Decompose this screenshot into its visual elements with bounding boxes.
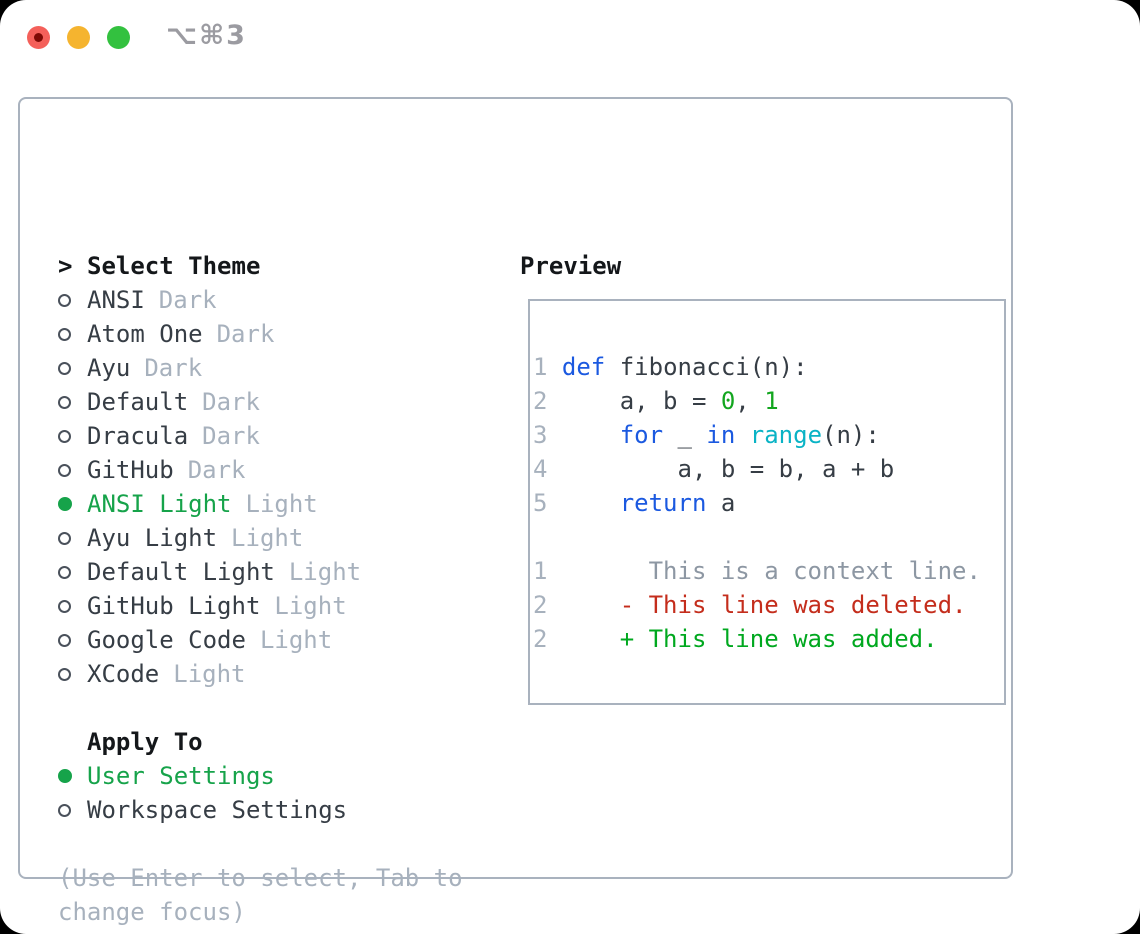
option-label: GitHub Light	[87, 592, 261, 620]
radio-icon	[58, 361, 87, 375]
hint-text: (Use Enter to select, Tab to change focu…	[58, 864, 463, 926]
theme-option-github[interactable]: GitHub Dark	[58, 453, 498, 487]
option-label: ANSI Light	[87, 490, 232, 518]
radio-icon	[58, 293, 87, 307]
option-label: Atom One	[87, 320, 203, 348]
radio-icon	[58, 463, 87, 477]
window-title: ⌥⌘3	[166, 20, 247, 51]
code-line: 2 a, b = 0, 1	[533, 387, 779, 415]
radio-icon	[58, 395, 87, 409]
option-label: User Settings	[87, 762, 275, 790]
code-line: 4 a, b = b, a + b	[533, 455, 895, 483]
apply-to-header: Apply To	[58, 725, 498, 759]
theme-variant: Light	[231, 524, 304, 552]
option-label: Workspace Settings	[87, 796, 348, 824]
close-button[interactable]	[27, 26, 50, 49]
option-label: ANSI	[87, 286, 145, 314]
preview-title: Preview	[520, 252, 622, 280]
theme-option-dracula[interactable]: Dracula Dark	[58, 419, 498, 453]
option-label: Default	[87, 388, 189, 416]
code-line: 2 + This line was added.	[533, 625, 938, 653]
code-line: 2 - This line was deleted.	[533, 591, 967, 619]
option-label: Google Code	[87, 626, 246, 654]
option-label: Ayu Light	[87, 524, 218, 552]
theme-option-github-light[interactable]: GitHub Light Light	[58, 589, 498, 623]
apply-option-workspace-settings[interactable]: Workspace Settings	[58, 793, 498, 827]
radio-icon	[58, 667, 87, 681]
theme-variant: Light	[288, 558, 362, 586]
focus-arrow-icon: >	[58, 252, 73, 280]
preview-pane: 1 def fibonacci(n): 2 a, b = 0, 1 3 for _ …	[528, 299, 1006, 705]
code-blank-line	[533, 520, 1004, 554]
theme-variant: Dark	[202, 422, 260, 450]
radio-icon	[58, 803, 87, 817]
option-label: Dracula	[87, 422, 189, 450]
theme-option-atom-one[interactable]: Atom One Dark	[58, 317, 498, 351]
apply-option-user-settings[interactable]: User Settings	[58, 759, 498, 793]
radio-icon	[58, 429, 87, 443]
radio-icon	[58, 565, 87, 579]
theme-option-google-code[interactable]: Google Code Light	[58, 623, 498, 657]
theme-variant: Dark	[202, 388, 260, 416]
theme-option-ansi-light[interactable]: ANSI Light Light	[58, 487, 498, 521]
theme-variant: Light	[274, 592, 347, 620]
option-label: Default Light	[87, 558, 275, 586]
theme-variant: Dark	[144, 354, 203, 382]
theme-variant: Dark	[216, 320, 275, 348]
theme-option-default[interactable]: Default Dark	[58, 385, 498, 419]
code-preview: 1 def fibonacci(n): 2 a, b = 0, 1 3 for _ …	[533, 350, 1004, 656]
theme-variant: Light	[259, 626, 333, 654]
radio-icon	[58, 531, 87, 545]
code-line: 5 return a	[533, 489, 736, 517]
radio-selected-icon	[58, 497, 87, 511]
option-label: XCode	[87, 660, 160, 688]
code-line: 1 def fibonacci(n):	[533, 353, 808, 381]
theme-option-ansi[interactable]: ANSI Dark	[58, 283, 498, 317]
radio-selected-icon	[58, 769, 87, 783]
theme-option-xcode[interactable]: XCode Light	[58, 657, 498, 691]
code-line: 3 for _ in range(n):	[533, 421, 880, 449]
apply-to-title: Apply To	[87, 728, 203, 756]
theme-variant: Light	[245, 490, 318, 518]
theme-variant: Dark	[187, 456, 246, 484]
option-label: GitHub	[87, 456, 174, 484]
option-label: Ayu	[87, 354, 131, 382]
code-line: 1 This is a context line.	[533, 557, 981, 585]
minimize-button[interactable]	[67, 26, 90, 49]
theme-variant: Light	[173, 660, 246, 688]
theme-option-default-light[interactable]: Default Light Light	[58, 555, 498, 589]
theme-option-ayu-light[interactable]: Ayu Light Light	[58, 521, 498, 555]
radio-icon	[58, 599, 87, 613]
theme-option-ayu[interactable]: Ayu Dark	[58, 351, 498, 385]
zoom-button[interactable]	[107, 26, 130, 49]
select-theme-header: > Select Theme	[58, 249, 498, 283]
theme-variant: Dark	[158, 286, 217, 314]
select-theme-title: Select Theme	[87, 252, 261, 280]
radio-icon	[58, 633, 87, 647]
radio-icon	[58, 327, 87, 341]
